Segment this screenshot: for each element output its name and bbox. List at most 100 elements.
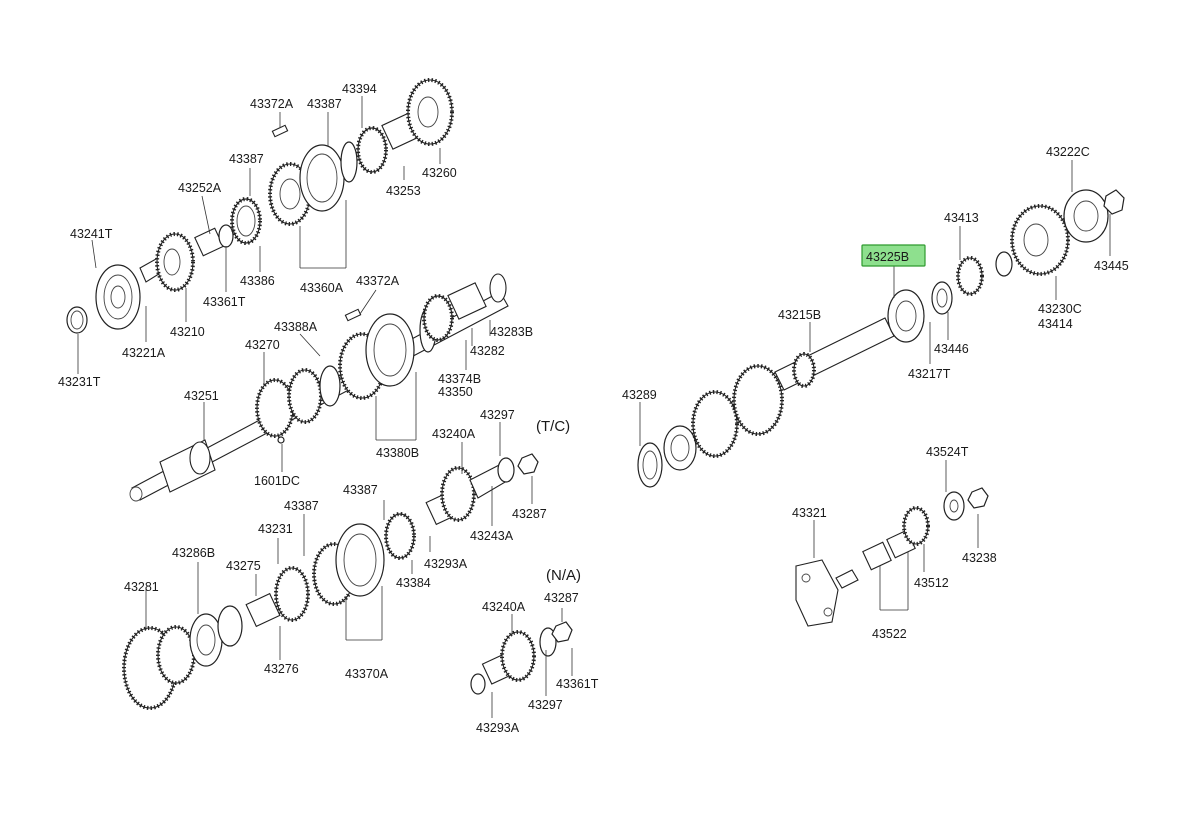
part-label-43281[interactable]: 43281 (124, 580, 159, 594)
part-label-43230C[interactable]: 43230C (1038, 302, 1082, 316)
nut-part (1103, 189, 1125, 215)
part-label-43293A-na[interactable]: 43293A (476, 721, 520, 735)
washer-part (642, 450, 658, 480)
part-label-43253[interactable]: 43253 (386, 184, 421, 198)
part-label-43240A-na[interactable]: 43240A (482, 600, 526, 614)
part-label-1601DC[interactable]: 1601DC (254, 474, 300, 488)
group-labels: (T/C) (N/A) (536, 418, 581, 584)
part-label-43241T[interactable]: 43241T (70, 227, 113, 241)
bearing-part (196, 624, 216, 656)
part-label-43283B[interactable]: 43283B (490, 325, 533, 339)
part-label-43445[interactable]: 43445 (1094, 259, 1129, 273)
nut-part (967, 487, 989, 509)
counter-shaft-assembly (122, 453, 539, 710)
part-label-43522[interactable]: 43522 (872, 627, 907, 641)
gear-part (902, 506, 930, 546)
part-labels[interactable]: 43372A 43387 43394 43387 43252A 43260 43… (58, 82, 1129, 735)
part-label-43380B[interactable]: 43380B (376, 446, 419, 460)
gear-part (956, 256, 984, 296)
needle-bearing-part (245, 592, 281, 628)
part-label-43372A-top[interactable]: 43372A (250, 97, 294, 111)
part-label-43413[interactable]: 43413 (944, 211, 979, 225)
ball-part (277, 436, 285, 444)
part-label-43524T[interactable]: 43524T (926, 445, 969, 459)
part-label-43287-na[interactable]: 43287 (544, 591, 579, 605)
part-label-43252A[interactable]: 43252A (178, 181, 222, 195)
group-label-na: (N/A) (546, 567, 581, 584)
part-label-43243A[interactable]: 43243A (470, 529, 514, 543)
part-label-43260[interactable]: 43260 (422, 166, 457, 180)
part-label-43286B[interactable]: 43286B (172, 546, 215, 560)
part-label-43221A[interactable]: 43221A (122, 346, 166, 360)
part-label-43387-top[interactable]: 43387 (307, 97, 342, 111)
part-label-43240A[interactable]: 43240A (432, 427, 476, 441)
washer-part (949, 499, 959, 513)
part-label-43370A[interactable]: 43370A (345, 667, 389, 681)
part-label-43387-mid[interactable]: 43387 (343, 483, 378, 497)
gear-part (256, 379, 294, 437)
part-label-43374B[interactable]: 43374B (438, 372, 481, 386)
part-label-43446[interactable]: 43446 (934, 342, 969, 356)
gear-part (957, 257, 983, 295)
sleeve-part (373, 323, 407, 377)
leader-lines (77, 96, 1111, 718)
part-label-43386[interactable]: 43386 (240, 274, 275, 288)
needle-bearing-part (447, 282, 487, 320)
part-label-43293A-mid[interactable]: 43293A (424, 557, 468, 571)
gear-part (163, 248, 181, 276)
part-label-43350[interactable]: 43350 (438, 385, 473, 399)
part-label-43512[interactable]: 43512 (914, 576, 949, 590)
gear-part (903, 507, 929, 545)
part-label-43282[interactable]: 43282 (470, 344, 505, 358)
snap-ring-part (70, 310, 84, 330)
highlight-box (861, 244, 926, 267)
part-label-43321[interactable]: 43321 (792, 506, 827, 520)
part-label-43217T[interactable]: 43217T (908, 367, 951, 381)
part-label-43231T[interactable]: 43231T (58, 375, 101, 389)
bearing-part (110, 285, 126, 309)
part-label-43387-low[interactable]: 43387 (284, 499, 319, 513)
part-label-43225B[interactable]: 43225B (866, 250, 909, 264)
part-label-43210[interactable]: 43210 (170, 325, 205, 339)
part-label-43251[interactable]: 43251 (184, 389, 219, 403)
shaft-part (835, 569, 859, 589)
part-label-43297[interactable]: 43297 (480, 408, 515, 422)
part-label-43287[interactable]: 43287 (512, 507, 547, 521)
sleeve-part (343, 533, 377, 587)
snap-ring-part (995, 251, 1013, 277)
part-label-43360A[interactable]: 43360A (300, 281, 344, 295)
part-label-43414[interactable]: 43414 (1038, 317, 1073, 331)
synchro-ring-part (230, 197, 262, 245)
part-label-43215B[interactable]: 43215B (778, 308, 821, 322)
upper-shaft-assembly (66, 78, 454, 334)
gear-part (691, 390, 739, 458)
part-label-43222C[interactable]: 43222C (1046, 145, 1090, 159)
differential-gear-part (1023, 223, 1049, 257)
shaft-end-part (129, 486, 143, 502)
part-label-43361T-na[interactable]: 43361T (556, 677, 599, 691)
part-label-43270[interactable]: 43270 (245, 338, 280, 352)
part-label-43384[interactable]: 43384 (396, 576, 431, 590)
gear-part (792, 352, 816, 388)
washer-part (497, 457, 515, 483)
output-shaft-part (774, 317, 895, 391)
part-label-43275[interactable]: 43275 (226, 559, 261, 573)
part-label-43387-2[interactable]: 43387 (229, 152, 264, 166)
gear-part (157, 626, 195, 684)
main-shaft-assembly (129, 273, 509, 502)
part-label-43372A-mid[interactable]: 43372A (356, 274, 400, 288)
part-label-43388A[interactable]: 43388A (274, 320, 318, 334)
part-label-43238[interactable]: 43238 (962, 551, 997, 565)
part-label-43394[interactable]: 43394 (342, 82, 377, 96)
part-label-43289[interactable]: 43289 (622, 388, 657, 402)
synchro-hub-part (279, 178, 301, 210)
synchro-ring-part (236, 205, 256, 237)
bearing-part (670, 434, 690, 462)
part-label-43361T-top[interactable]: 43361T (203, 295, 246, 309)
part-label-43276[interactable]: 43276 (264, 662, 299, 676)
part-label-43231[interactable]: 43231 (258, 522, 293, 536)
washer-part (936, 288, 948, 308)
ring-part (470, 673, 486, 695)
part-label-43297-na[interactable]: 43297 (528, 698, 563, 712)
